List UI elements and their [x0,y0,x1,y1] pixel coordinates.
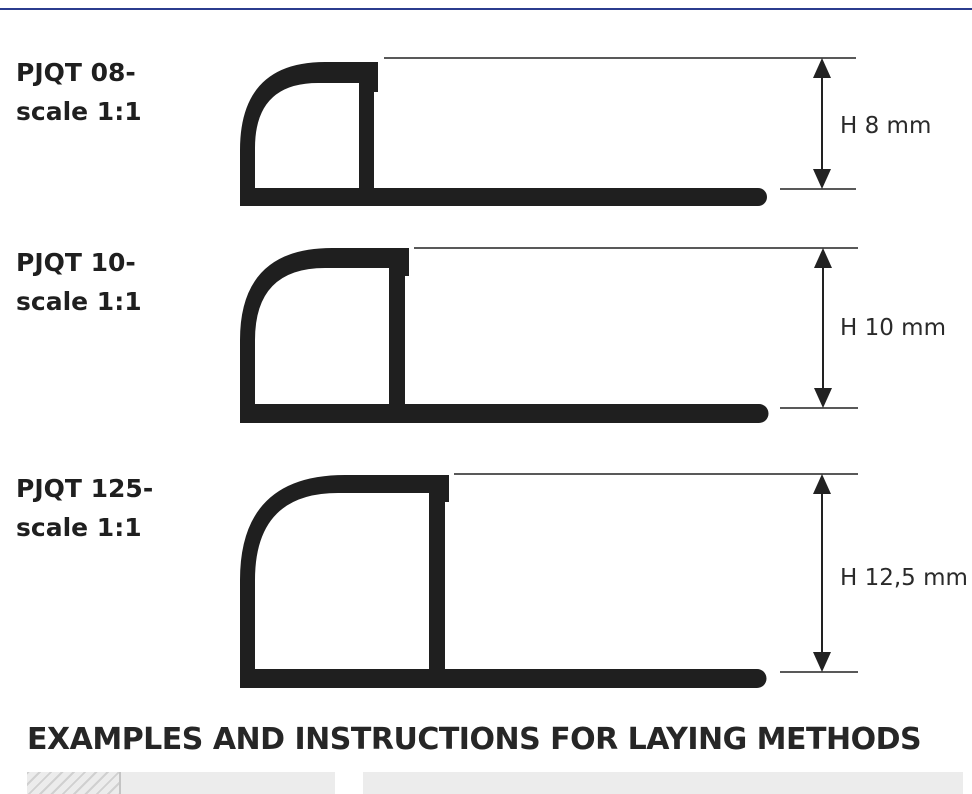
profile-scale: scale 1:1 [16,287,142,316]
profile-drawing [240,247,858,423]
profile-name: PJQT 125- [16,474,154,503]
profile-label: PJQT 10- scale 1:1 [16,243,142,321]
profile-label: PJQT 08- scale 1:1 [16,53,142,131]
top-rule [0,0,972,10]
profile-scale: scale 1:1 [16,97,142,126]
height-label: H 12,5 mm [840,565,968,591]
profile-name: PJQT 10- [16,248,136,277]
profile-shape [240,248,769,423]
example-image-2 [363,772,963,794]
profile-drawing [240,473,858,688]
arrow-down-icon [814,388,832,408]
arrow-up-icon [813,474,831,494]
profile-name: PJQT 08- [16,58,136,87]
hatch-pattern [27,772,121,794]
height-label: H 8 mm [840,113,932,139]
profile-label: PJQT 125- scale 1:1 [16,469,153,547]
profile-pjqt-10: PJQT 10- scale 1:1 H 10 mm [0,230,972,440]
example-image-1 [27,772,335,794]
arrow-up-icon [814,248,832,268]
profile-shape [240,475,767,688]
profile-pjqt-125: PJQT 125- scale 1:1 H 12,5 mm [0,440,972,700]
profile-pjqt-08: PJQT 08- scale 1:1 H 8 mm [0,0,972,230]
height-label: H 10 mm [840,315,946,341]
profile-drawing [240,57,856,206]
arrow-down-icon [813,652,831,672]
section-title: EXAMPLES AND INSTRUCTIONS FOR LAYING MET… [27,722,922,757]
arrow-up-icon [813,58,831,78]
profile-scale: scale 1:1 [16,513,142,542]
arrow-down-icon [813,169,831,189]
profile-shape [240,62,767,206]
